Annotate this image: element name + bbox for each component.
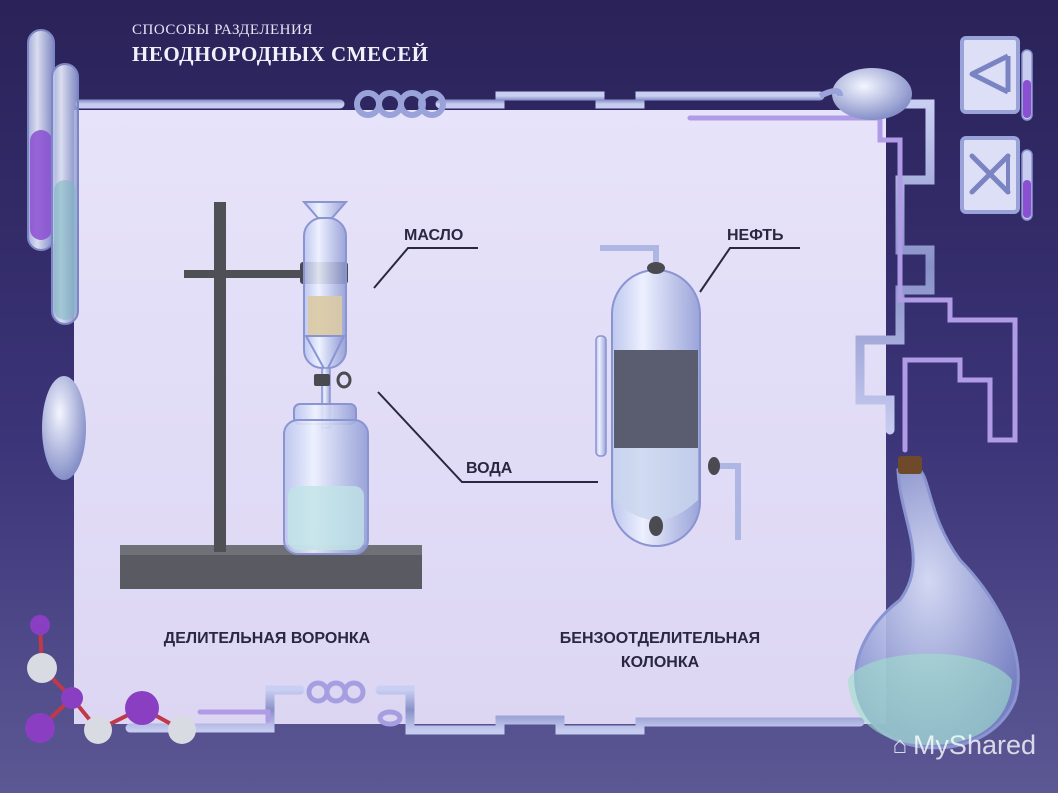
close-button[interactable] [962, 146, 1018, 202]
test-tubes [27, 29, 79, 325]
top-coils [354, 90, 446, 118]
label-petroleum: НЕФТЬ [727, 227, 784, 244]
page-title: НЕОДНОРОДНЫХ СМЕСЕЙ [132, 42, 429, 66]
watermark-logo-icon: ⌂ [892, 731, 907, 759]
retort-flask [848, 456, 1020, 750]
label-oil: МАСЛО [404, 227, 464, 244]
caption-column-line-1: БЕНЗООТДЕЛИТЕЛЬНАЯ [559, 630, 761, 647]
caption-separating-funnel: ДЕЛИТЕЛЬНАЯ ВОРОНКА [163, 630, 371, 647]
caption-column-line-2: КОЛОНКА [620, 654, 700, 671]
bottom-coils [306, 680, 403, 727]
frame-purple-pipes [197, 115, 1018, 723]
label-water: ВОДА [466, 460, 513, 477]
top-bulb [832, 68, 912, 120]
title-line-1: СПОСОБЫ РАЗДЕЛЕНИЯ [132, 22, 313, 38]
separating-funnel-apparatus [120, 201, 422, 589]
watermark: ⌂ MyShared [892, 730, 1036, 761]
leader-lines [373, 247, 800, 483]
close-x-icon [969, 153, 1011, 195]
left-bulb [42, 376, 86, 480]
molecule-atoms [25, 615, 196, 744]
back-button[interactable] [962, 46, 1018, 102]
content-panel [74, 110, 886, 724]
separation-column [595, 245, 741, 547]
back-triangle-icon [969, 53, 1011, 95]
watermark-text: MyShared [912, 730, 1036, 760]
